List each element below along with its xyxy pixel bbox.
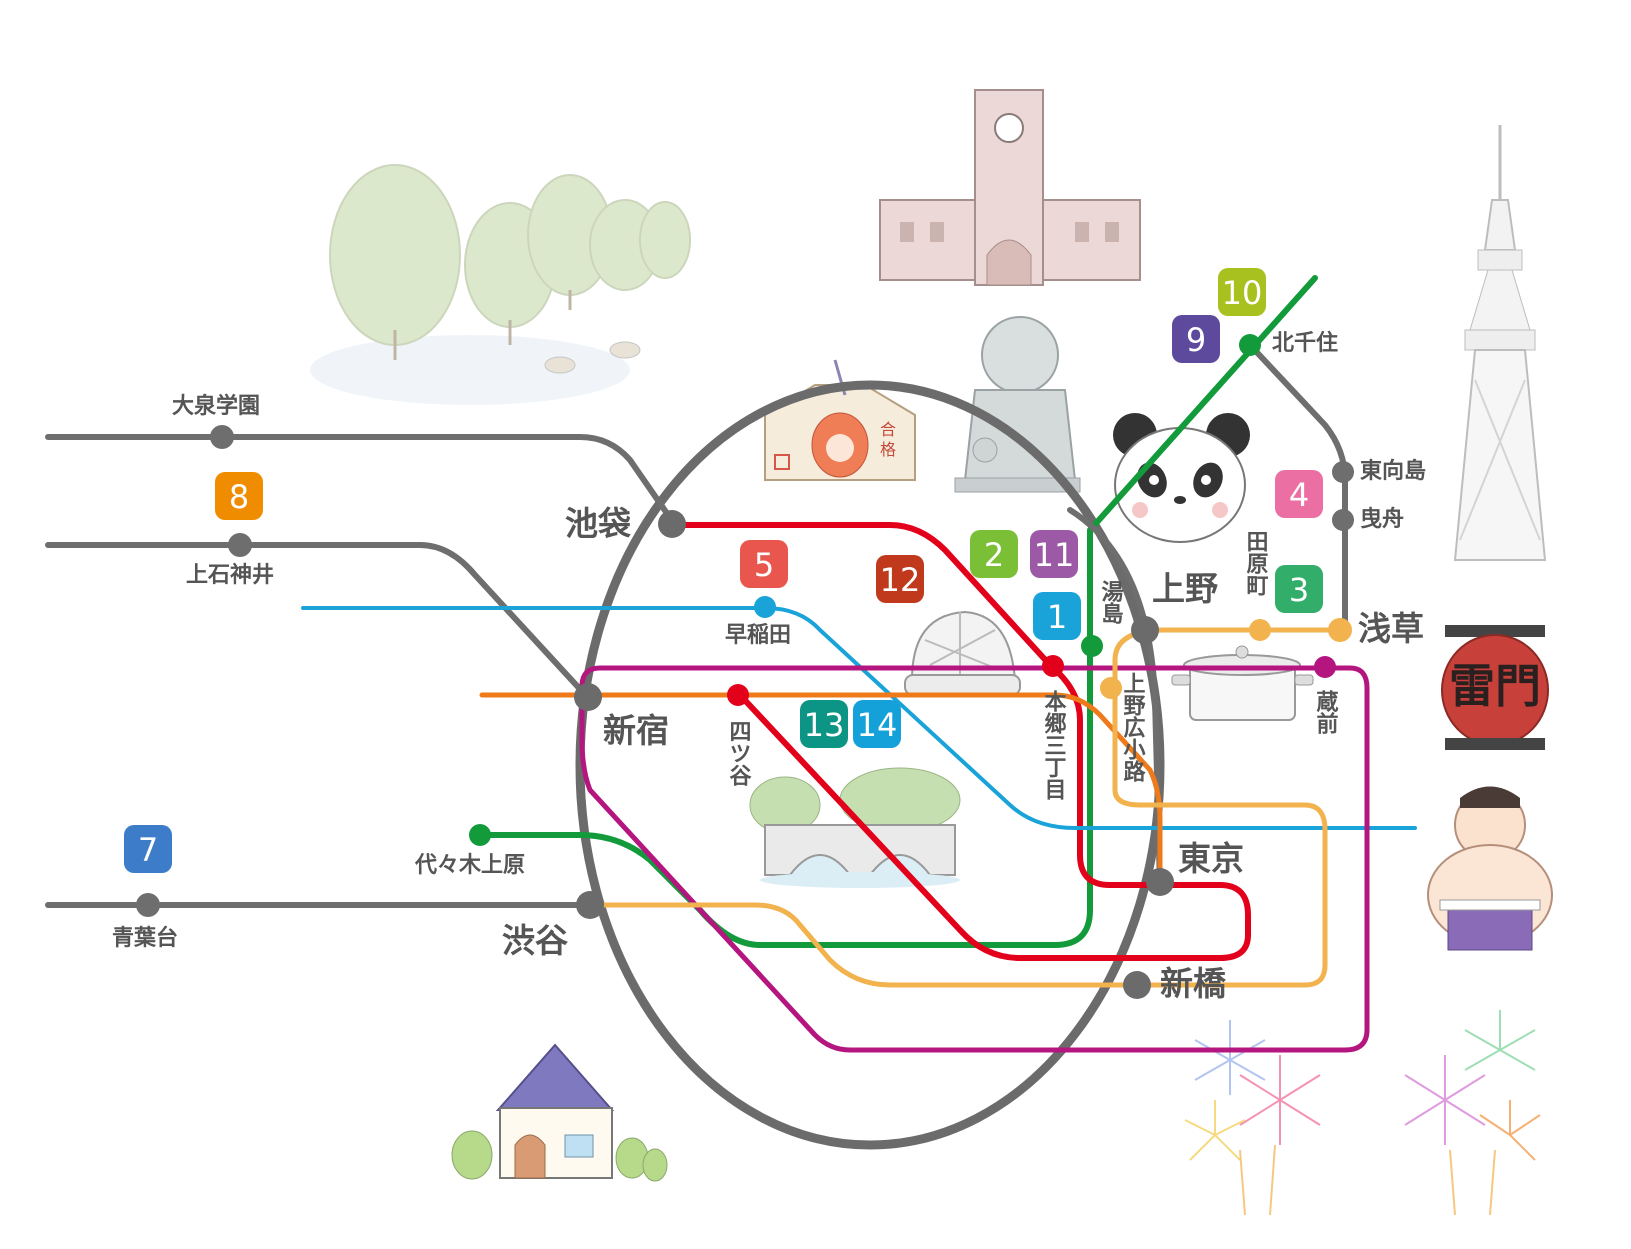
badge-4: 4 bbox=[1275, 470, 1323, 518]
station-dot-kitasenju[interactable] bbox=[1239, 334, 1261, 356]
skytree-icon bbox=[1453, 125, 1547, 561]
badge-2: 2 bbox=[970, 530, 1018, 578]
label-yushima: 湯島 bbox=[1098, 580, 1124, 624]
gray-line-oizumi bbox=[45, 434, 678, 528]
station-dot-yushima[interactable] bbox=[1081, 635, 1103, 657]
label-aobadai: 青葉台 bbox=[112, 925, 178, 951]
station-dot-kamishakujii[interactable] bbox=[228, 533, 252, 557]
station-dot-waseda[interactable] bbox=[754, 596, 776, 618]
label-shibuya: 渋谷 bbox=[502, 921, 568, 960]
badge-7: 7 bbox=[124, 825, 172, 873]
badge-5: 5 bbox=[740, 540, 788, 588]
blue-line bbox=[301, 606, 1417, 830]
station-dot-higashi-mukojima[interactable] bbox=[1332, 461, 1354, 483]
svg-text:8: 8 bbox=[229, 478, 249, 516]
label-kamishakujii: 上石神井 bbox=[186, 562, 274, 588]
station-dot-tawaramachi[interactable] bbox=[1249, 619, 1271, 641]
stone-bridge-icon bbox=[749, 767, 961, 888]
svg-text:13: 13 bbox=[804, 706, 845, 744]
house-icon bbox=[451, 1043, 668, 1182]
svg-text:格: 格 bbox=[880, 440, 896, 459]
park-trees-icon bbox=[310, 164, 691, 405]
station-dot-hongo[interactable] bbox=[1042, 655, 1064, 677]
label-asakusa: 浅草 bbox=[1358, 609, 1424, 648]
label-hikifune: 曳舟 bbox=[1360, 506, 1404, 532]
svg-text:4: 4 bbox=[1289, 476, 1309, 514]
svg-text:5: 5 bbox=[754, 546, 774, 584]
station-dot-yotsuya[interactable] bbox=[727, 684, 749, 706]
cooking-pot-icon bbox=[1171, 645, 1314, 721]
station-dot-hikifune[interactable] bbox=[1332, 509, 1354, 531]
label-tawaramachi: 田原町 bbox=[1243, 530, 1269, 597]
green-line bbox=[477, 275, 1318, 948]
badge-12: 12 bbox=[876, 555, 924, 603]
kaminarimon-lantern-icon: 雷門 bbox=[1441, 625, 1549, 750]
svg-text:9: 9 bbox=[1186, 321, 1206, 359]
station-dot-ikebukuro[interactable] bbox=[658, 510, 686, 538]
daruma-ema-icon: 合 格 bbox=[764, 359, 916, 481]
label-ueno: 上野 bbox=[1152, 569, 1218, 608]
station-dot-shinbashi[interactable] bbox=[1123, 971, 1151, 999]
label-ueno-hirokoji: 上野広小路 bbox=[1120, 672, 1146, 782]
svg-text:7: 7 bbox=[138, 831, 158, 869]
badge-10: 10 bbox=[1218, 268, 1266, 316]
svg-text:11: 11 bbox=[1034, 536, 1075, 574]
label-oizumi-gakuen: 大泉学園 bbox=[172, 393, 260, 419]
label-hongo-sanchome: 本郷三丁目 bbox=[1041, 690, 1067, 800]
yellow-line bbox=[587, 627, 1348, 988]
station-dot-ueno-hirokoji[interactable] bbox=[1100, 677, 1122, 699]
badge-1: 1 bbox=[1033, 592, 1081, 640]
badge-3: 3 bbox=[1275, 565, 1323, 613]
label-tokyo: 東京 bbox=[1178, 839, 1244, 878]
label-yotsuya: 四ツ谷 bbox=[726, 720, 752, 786]
badge-13: 13 bbox=[800, 700, 848, 748]
yamanote-loop-line bbox=[575, 380, 1165, 1150]
label-ikebukuro: 池袋 bbox=[565, 504, 631, 543]
station-dot-yoyogi-uehara[interactable] bbox=[469, 824, 491, 846]
svg-text:1: 1 bbox=[1047, 598, 1067, 636]
label-higashi-mukojima: 東向島 bbox=[1360, 458, 1426, 484]
badge-14: 14 bbox=[853, 700, 901, 748]
svg-text:2: 2 bbox=[984, 536, 1004, 574]
station-dot-kuramae[interactable] bbox=[1314, 656, 1336, 678]
label-kitasenju: 北千住 bbox=[1272, 330, 1338, 356]
label-yoyogi-uehara: 代々木上原 bbox=[414, 853, 525, 878]
tokyo-dome-icon bbox=[904, 610, 1021, 696]
station-dot-oizumi[interactable] bbox=[210, 425, 234, 449]
svg-text:12: 12 bbox=[880, 561, 921, 599]
station-dot-ueno[interactable] bbox=[1131, 616, 1159, 644]
gray-line-ueno-tokyo bbox=[1067, 507, 1163, 888]
saigo-statue-icon bbox=[954, 316, 1081, 493]
svg-text:10: 10 bbox=[1222, 274, 1263, 312]
station-dot-aobadai[interactable] bbox=[136, 893, 160, 917]
badge-11: 11 bbox=[1030, 530, 1078, 578]
lantern-text: 雷門 bbox=[1449, 659, 1541, 713]
station-dot-shinjuku[interactable] bbox=[574, 683, 602, 711]
label-kuramae: 蔵前 bbox=[1313, 690, 1339, 735]
svg-text:14: 14 bbox=[857, 706, 898, 744]
university-clocktower-icon bbox=[879, 89, 1141, 286]
svg-text:3: 3 bbox=[1289, 571, 1309, 609]
sumo-wrestler-icon bbox=[1427, 786, 1553, 951]
svg-text:合: 合 bbox=[880, 420, 896, 439]
label-shinbashi: 新橋 bbox=[1160, 964, 1227, 1003]
station-dot-asakusa[interactable] bbox=[1328, 618, 1352, 642]
station-dot-shibuya[interactable] bbox=[576, 891, 604, 919]
gray-line-kamishakujii bbox=[45, 542, 593, 703]
label-waseda: 早稲田 bbox=[725, 623, 791, 648]
fireworks-icon bbox=[1184, 1010, 1541, 1216]
panda-icon bbox=[1113, 413, 1250, 543]
badge-9: 9 bbox=[1172, 315, 1220, 363]
label-shinjuku: 新宿 bbox=[603, 711, 669, 750]
badge-8: 8 bbox=[215, 472, 263, 520]
magenta-line bbox=[579, 665, 1370, 1053]
station-dot-tokyo[interactable] bbox=[1146, 868, 1174, 896]
